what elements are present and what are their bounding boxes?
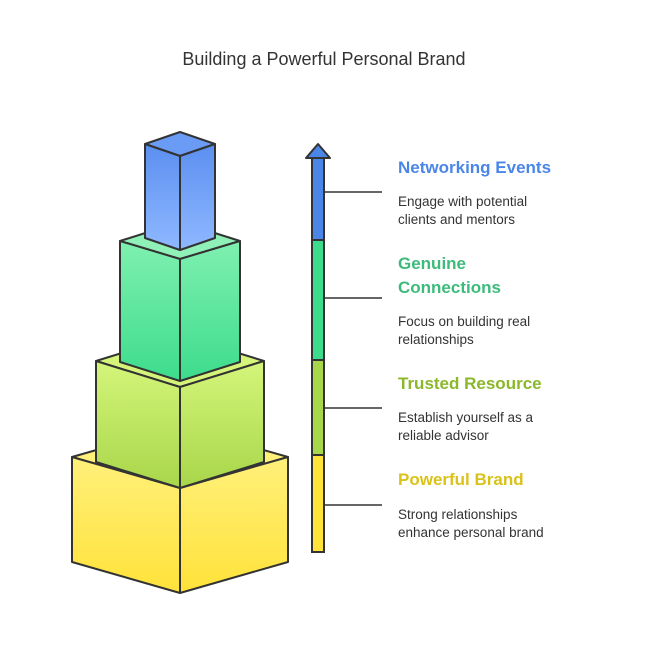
arrow-segment-networking [311, 157, 325, 241]
connector-lines [324, 191, 382, 506]
desc-line: Strong relationships [398, 507, 518, 522]
block-networking-events [144, 131, 216, 251]
title-line: Powerful Brand [398, 470, 524, 489]
level-title-connections: Genuine Connections [398, 252, 628, 300]
desc-line: enhance personal brand [398, 525, 544, 540]
level-title-trusted: Trusted Resource [398, 372, 628, 396]
title-line: Trusted Resource [398, 374, 542, 393]
title-line: Networking Events [398, 158, 552, 177]
diagram-title: Building a Powerful Personal Brand [182, 49, 466, 69]
desc-line: reliable advisor [398, 428, 489, 443]
level-desc-networking: Engage with potential clients and mentor… [398, 193, 598, 229]
block-genuine-connections [119, 221, 241, 382]
desc-line: relationships [398, 332, 474, 347]
title-line: Genuine [398, 254, 467, 273]
title-line: Connections [398, 278, 501, 297]
progress-arrow [305, 143, 331, 553]
arrow-head [305, 143, 331, 159]
desc-line: Focus on building real [398, 314, 531, 329]
arrow-segment-brand [311, 454, 325, 553]
level-desc-brand: Strong relationships enhance personal br… [398, 506, 598, 542]
desc-line: Engage with potential [398, 194, 528, 209]
desc-line: clients and mentors [398, 212, 516, 227]
level-desc-trusted: Establish yourself as a reliable advisor [398, 409, 598, 445]
arrow-segment-connections [311, 239, 325, 361]
level-title-brand: Powerful Brand [398, 468, 628, 492]
level-title-networking: Networking Events [398, 156, 628, 180]
level-desc-connections: Focus on building real relationships [398, 313, 598, 349]
arrow-segment-trusted [311, 359, 325, 456]
desc-line: Establish yourself as a [398, 410, 534, 425]
